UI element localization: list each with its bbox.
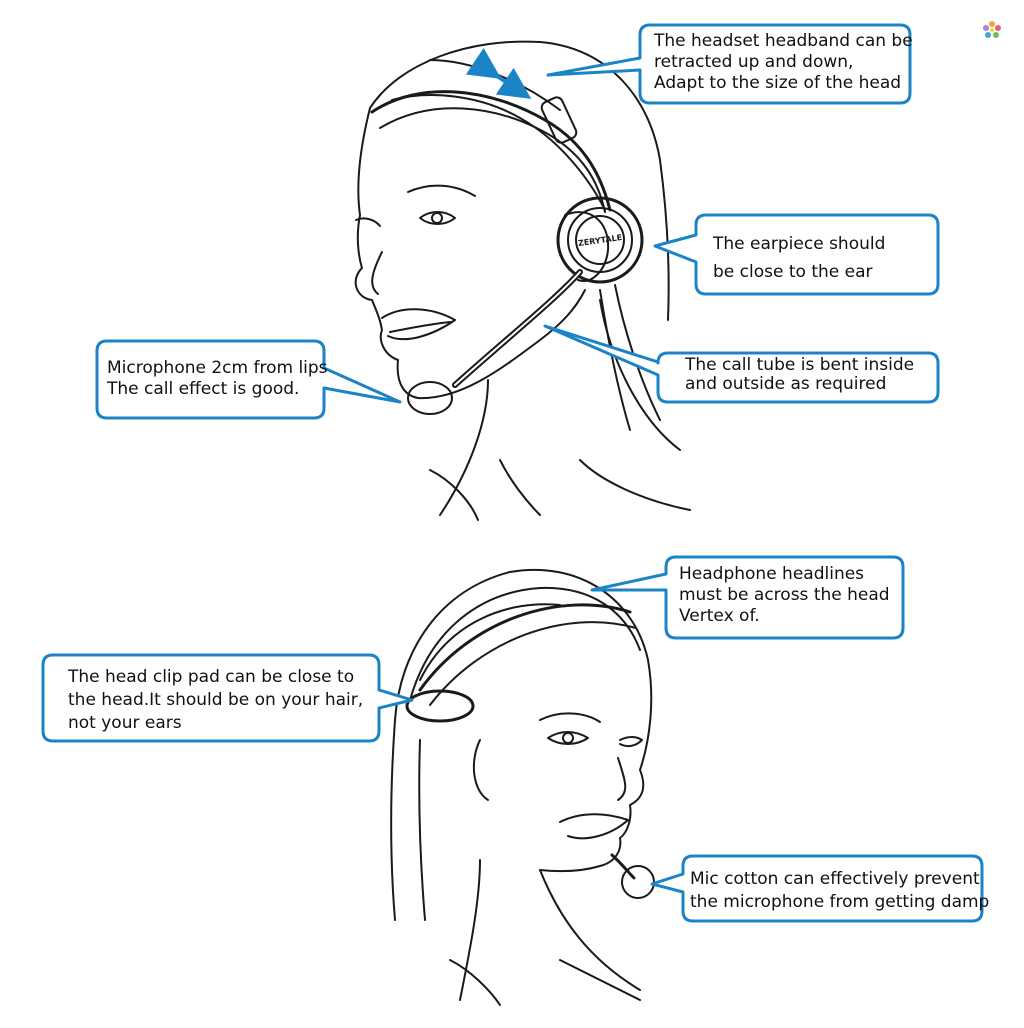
bottom-woman-illustration — [390, 568, 655, 1006]
clip-pad-callout-text: The head clip pad can be close to the he… — [68, 667, 364, 733]
top-woman-illustration — [354, 40, 691, 521]
headline-callout-frame — [590, 555, 905, 640]
earpiece-callout-text: The earpiece should be close to the ear — [713, 234, 886, 282]
microphone-callout-frame — [95, 339, 402, 420]
earpiece-callout-frame — [653, 213, 940, 296]
callout-frames — [41, 23, 984, 923]
mic-cotton-callout-text: Mic cotton can effectively prevent the m… — [690, 869, 990, 912]
adjust-arrows-icon — [465, 47, 532, 99]
flower-logo-icon — [983, 21, 1001, 38]
call-tube-callout-text: The call tube is bent inside and outside… — [685, 355, 915, 394]
call-tube-callout-frame — [543, 324, 940, 404]
headband-callout-frame — [546, 23, 912, 105]
mic-cotton-callout-frame — [650, 854, 984, 923]
headline-callout-text: Headphone headlines must be across the h… — [679, 564, 890, 626]
microphone-callout-text: Microphone 2cm from lips The call effect… — [107, 358, 328, 399]
headband-callout-text: The headset headband can be retracted up… — [654, 31, 913, 93]
clip-pad-callout-frame — [41, 653, 414, 743]
headset-brand-label: ZERYTALE — [577, 233, 622, 248]
